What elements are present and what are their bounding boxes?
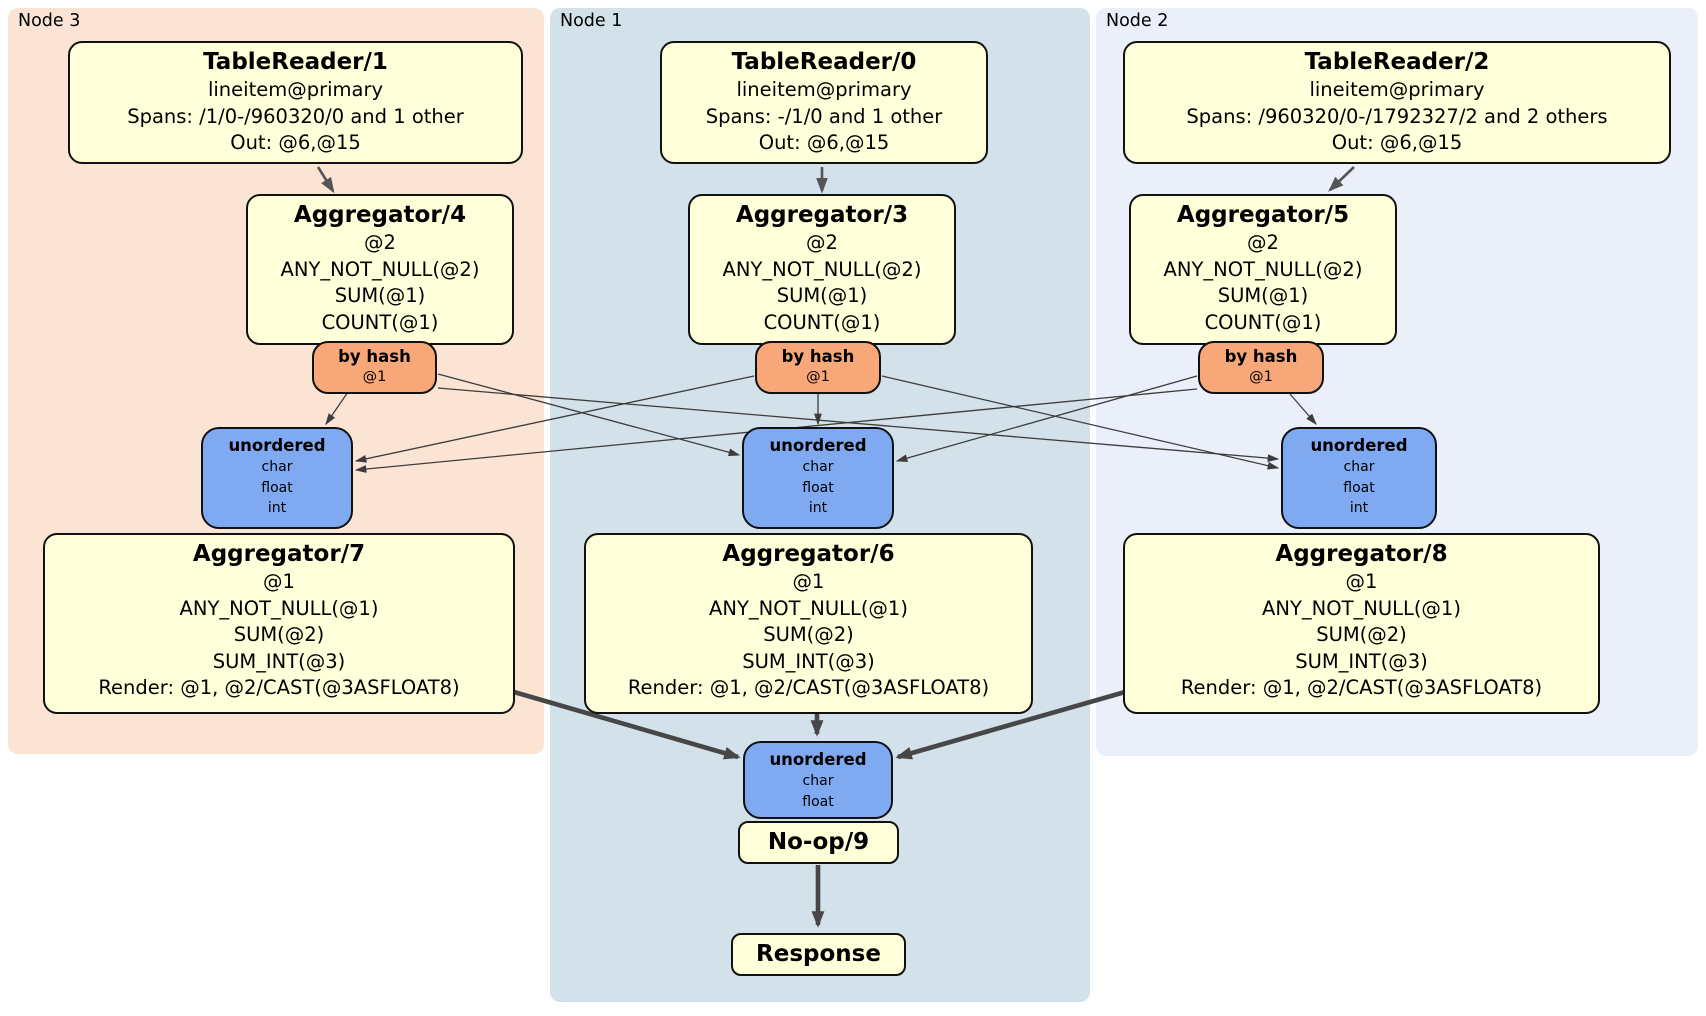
sync-line: float [802, 793, 834, 810]
sync-line: float [802, 479, 834, 496]
router-title: by hash [1224, 347, 1298, 366]
sync-title: unordered [769, 750, 867, 769]
box-line: ANY_NOT_NULL(@2) [280, 257, 480, 281]
unordered-sync-node3[interactable]: unordered char float int [201, 427, 353, 529]
box-line: SUM(@2) [1316, 623, 1407, 646]
unordered-sync-node2[interactable]: unordered char float int [1281, 427, 1437, 529]
box-line: SUM(@1) [334, 284, 426, 307]
box-line: ANY_NOT_NULL(@1) [1262, 596, 1461, 620]
box-line: SUM(@1) [1217, 284, 1309, 307]
box-line: Spans: /960320/0-/1792327/2 and 2 others [1186, 104, 1608, 128]
box-line: lineitem@primary [736, 78, 912, 101]
sync-line: float [261, 479, 293, 496]
box-title: TableReader/1 [203, 49, 388, 75]
box-line: Spans: -/1/0 and 1 other [705, 104, 943, 128]
sync-line: int [267, 500, 287, 516]
box-title: No-op/9 [767, 829, 870, 855]
box-title: Aggregator/5 [1176, 202, 1350, 228]
router-line: @1 [362, 369, 387, 385]
box-line: @1 [1345, 570, 1378, 593]
sync-line: char [802, 459, 834, 475]
box-line: Render: @1, @2/CAST(@3ASFLOAT8) [98, 676, 460, 699]
box-line: Render: @1, @2/CAST(@3ASFLOAT8) [1180, 676, 1543, 699]
tablereader-0-box[interactable]: TableReader/0 lineitem@primary Spans: -/… [660, 41, 988, 164]
box-line: ANY_NOT_NULL(@1) [709, 596, 908, 620]
router-title: by hash [781, 347, 855, 366]
node2-label: Node 2 [1106, 11, 1169, 31]
box-line: SUM_INT(@3) [212, 649, 346, 673]
sync-line: char [802, 773, 834, 789]
router-line: @1 [1249, 369, 1273, 385]
hash-router-node2[interactable]: by hash @1 [1198, 341, 1324, 394]
box-line: lineitem@primary [207, 78, 384, 101]
box-line: ANY_NOT_NULL(@1) [179, 596, 379, 620]
box-title: TableReader/0 [731, 49, 917, 75]
sync-title: unordered [228, 436, 326, 455]
box-line: @1 [263, 570, 295, 593]
aggregator-8-box[interactable]: Aggregator/8 @1 ANY_NOT_NULL(@1) SUM(@2)… [1123, 533, 1600, 714]
sync-line: char [261, 459, 293, 475]
box-title: TableReader/2 [1304, 49, 1490, 75]
node3-label: Node 3 [18, 11, 81, 31]
box-title: Aggregator/8 [1275, 541, 1448, 567]
box-line: SUM(@2) [233, 623, 325, 646]
box-line: SUM_INT(@3) [1295, 649, 1428, 673]
box-title: Aggregator/3 [735, 202, 909, 228]
box-line: SUM_INT(@3) [742, 649, 875, 673]
unordered-sync-final[interactable]: unordered char float [743, 741, 893, 819]
box-line: Out: @6,@15 [230, 131, 361, 154]
box-title: Response [756, 941, 881, 967]
router-line: @1 [806, 369, 830, 385]
box-line: COUNT(@1) [321, 310, 439, 334]
unordered-sync-node1[interactable]: unordered char float int [742, 427, 894, 529]
tablereader-1-box[interactable]: TableReader/1 lineitem@primary Spans: /1… [68, 41, 523, 164]
box-line: @2 [1247, 231, 1279, 254]
box-line: Out: @6,@15 [758, 131, 890, 154]
box-line: Render: @1, @2/CAST(@3ASFLOAT8) [627, 676, 990, 699]
box-line: ANY_NOT_NULL(@2) [722, 257, 922, 281]
sync-title: unordered [1310, 436, 1408, 455]
hash-router-node3[interactable]: by hash @1 [312, 341, 437, 394]
aggregator-3-box[interactable]: Aggregator/3 @2 ANY_NOT_NULL(@2) SUM(@1)… [688, 194, 956, 345]
sync-line: char [1343, 459, 1375, 475]
aggregator-6-box[interactable]: Aggregator/6 @1 ANY_NOT_NULL(@1) SUM(@2)… [584, 533, 1033, 714]
box-line: Out: @6,@15 [1331, 131, 1463, 154]
response-box[interactable]: Response [731, 933, 906, 976]
box-line: COUNT(@1) [1204, 310, 1322, 334]
box-line: @1 [792, 570, 825, 593]
box-title: Aggregator/4 [293, 202, 467, 228]
box-title: Aggregator/7 [192, 541, 366, 567]
box-line: Spans: /1/0-/960320/0 and 1 other [127, 104, 464, 128]
sync-line: int [808, 500, 828, 516]
box-line: SUM(@1) [776, 284, 868, 307]
aggregator-5-box[interactable]: Aggregator/5 @2 ANY_NOT_NULL(@2) SUM(@1)… [1129, 194, 1397, 345]
sync-title: unordered [769, 436, 867, 455]
sync-line: int [1349, 500, 1369, 516]
box-line: SUM(@2) [763, 623, 854, 646]
box-title: Aggregator/6 [722, 541, 895, 567]
box-line: COUNT(@1) [763, 310, 881, 334]
aggregator-4-box[interactable]: Aggregator/4 @2 ANY_NOT_NULL(@2) SUM(@1)… [246, 194, 514, 345]
hash-router-node1[interactable]: by hash @1 [755, 341, 881, 394]
box-line: ANY_NOT_NULL(@2) [1163, 257, 1363, 281]
node1-label: Node 1 [560, 11, 623, 31]
sync-line: float [1343, 479, 1375, 496]
noop-9-box[interactable]: No-op/9 [738, 821, 899, 864]
router-title: by hash [338, 347, 411, 366]
box-line: lineitem@primary [1309, 78, 1485, 101]
box-line: @2 [806, 231, 838, 254]
box-line: @2 [364, 231, 396, 254]
tablereader-2-box[interactable]: TableReader/2 lineitem@primary Spans: /9… [1123, 41, 1671, 164]
aggregator-7-box[interactable]: Aggregator/7 @1 ANY_NOT_NULL(@1) SUM(@2)… [43, 533, 515, 714]
